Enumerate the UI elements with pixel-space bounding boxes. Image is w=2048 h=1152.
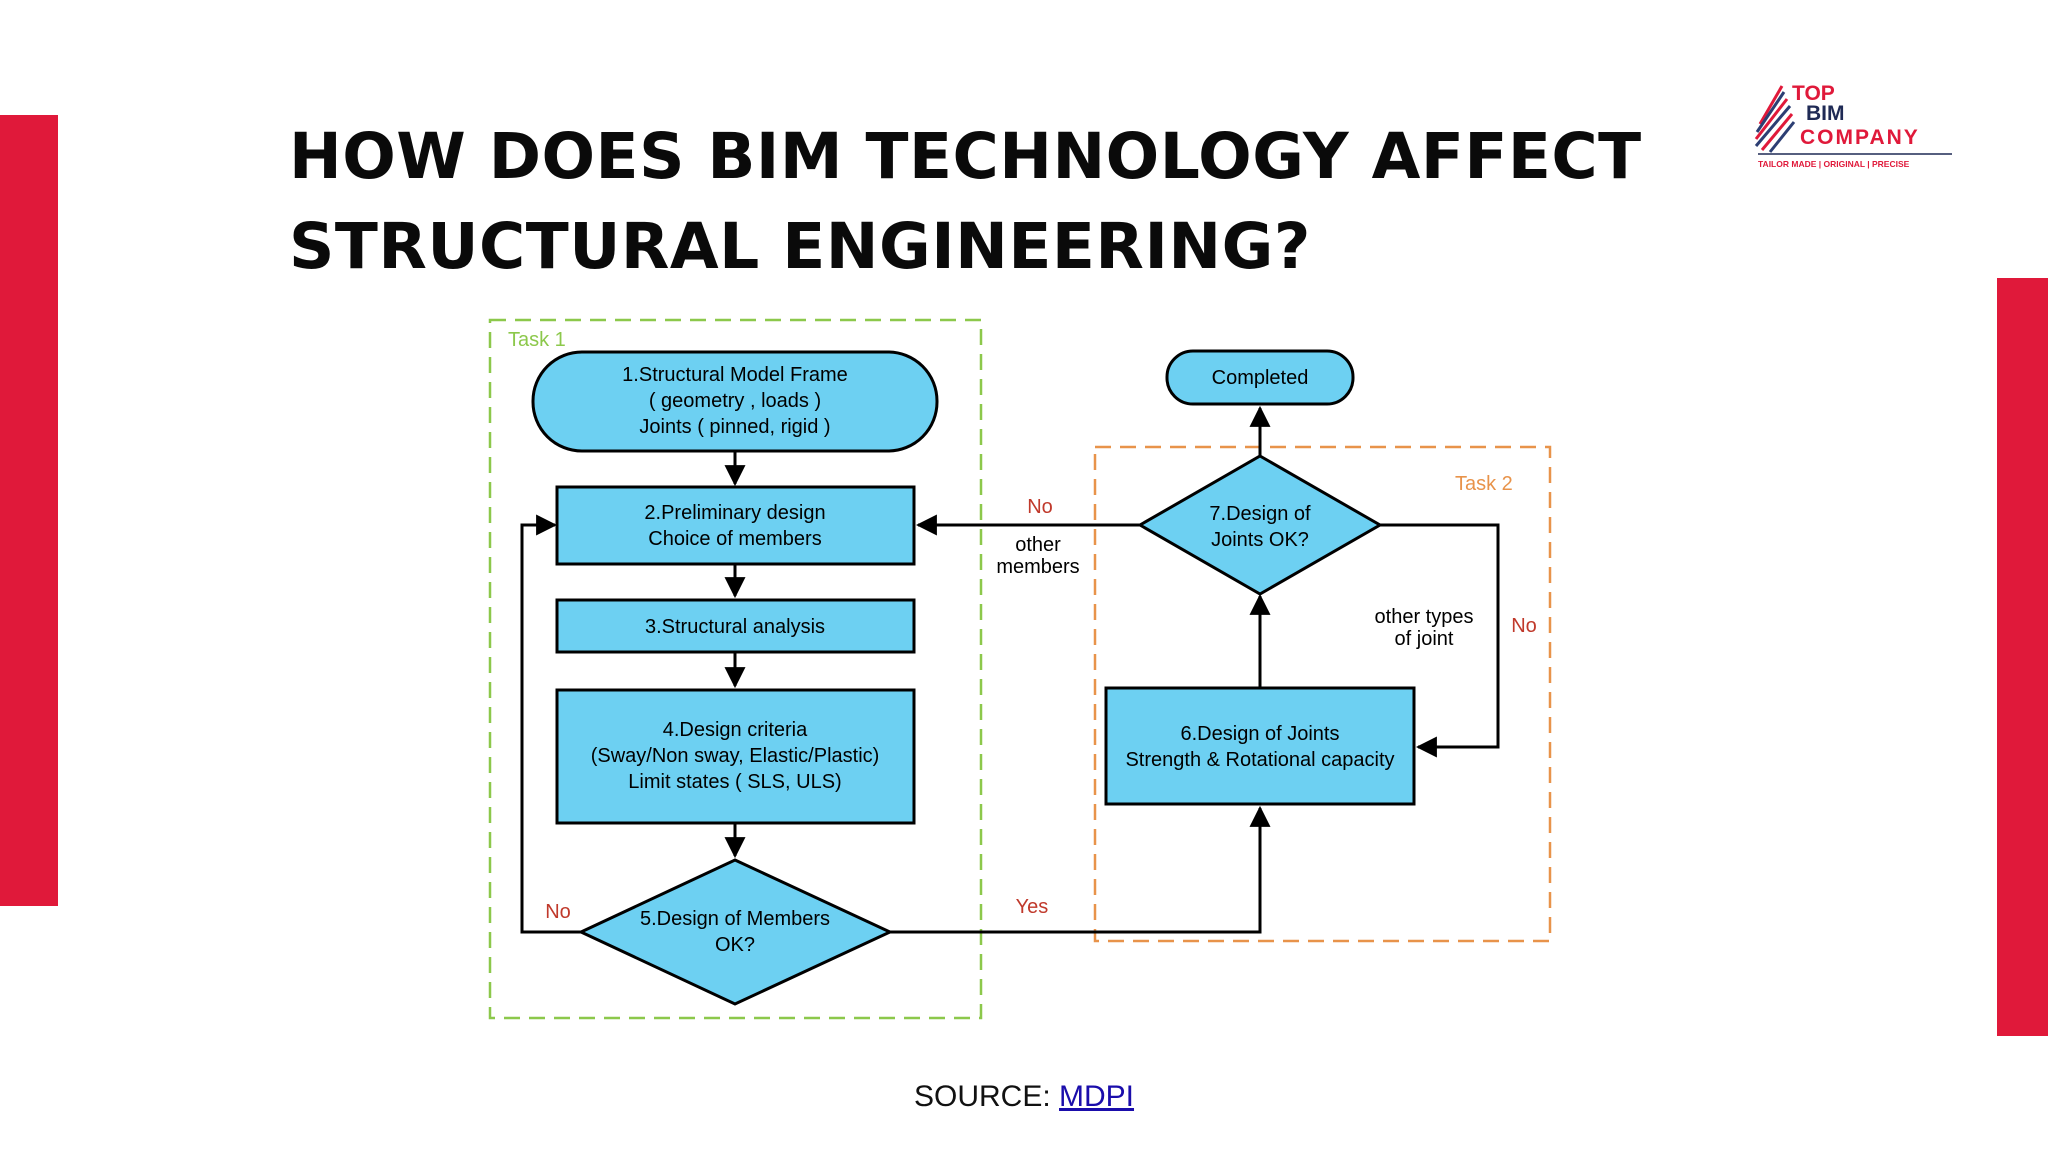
step2-line2: Choice of members <box>648 528 821 550</box>
source-caption: SOURCE: MDPI <box>0 1080 2048 1114</box>
company-logo: TOP BIM COMPANY TAILOR MADE | ORIGINAL |… <box>1754 82 1952 169</box>
edge-label-no-joints: No <box>1511 615 1537 637</box>
step4-line3: Limit states ( SLS, ULS) <box>628 771 841 793</box>
step1-line2: ( geometry , loads ) <box>649 390 821 412</box>
step2-line1: 2.Preliminary design <box>644 502 825 524</box>
left-accent-bar <box>0 115 58 906</box>
right-accent-bar <box>1997 278 2048 1036</box>
step2-node <box>555 485 916 566</box>
task1-group <box>488 318 983 1020</box>
step7-line2: Joints OK? <box>1211 529 1309 551</box>
step5-node <box>577 858 894 1006</box>
step6-line1: 6.Design of Joints <box>1181 723 1340 745</box>
edge-label-members: members <box>996 556 1079 578</box>
edge-label-no-loop: No <box>545 901 571 923</box>
step7-line1: 7.Design of <box>1209 503 1311 525</box>
title-line-1: HOW DOES BIM TECHNOLOGY AFFECT <box>289 120 1642 193</box>
step4-line2: (Sway/Non sway, Elastic/Plastic) <box>591 745 880 767</box>
step3-label: 3.Structural analysis <box>645 616 825 638</box>
arrow-7-no-to-6 <box>1380 523 1500 758</box>
step4-line1: 4.Design criteria <box>663 719 808 741</box>
task1-label: Task 1 <box>508 329 566 351</box>
logo-text-bim: BIM <box>1806 102 1845 125</box>
logo-tagline: TAILOR MADE | ORIGINAL | PRECISE <box>1758 159 1910 169</box>
arrow-5-no-loop <box>520 514 581 934</box>
source-prefix: SOURCE: <box>913 1080 1051 1113</box>
source-link[interactable]: MDPI <box>1059 1080 1135 1113</box>
step7-node <box>1136 454 1384 596</box>
logo-text-top: TOP <box>1792 82 1835 105</box>
edge-label-other-types: other types <box>1375 606 1474 628</box>
edge-label-no-members: No <box>1027 496 1053 518</box>
completed-label: Completed <box>1212 367 1309 389</box>
completed-node <box>1165 349 1355 406</box>
step6-line2: Strength & Rotational capacity <box>1125 749 1394 771</box>
step6-node <box>1104 686 1416 806</box>
step1-node <box>531 350 939 453</box>
step5-line2: OK? <box>715 934 755 956</box>
task2-label: Task 2 <box>1455 473 1513 495</box>
page-title: HOW DOES BIM TECHNOLOGY AFFECT STRUCTURA… <box>289 112 1642 292</box>
edge-label-of-joint: of joint <box>1395 628 1454 650</box>
edge-label-other: other <box>1015 534 1061 556</box>
logo-stripes-icon <box>1754 85 1796 153</box>
step4-node <box>555 688 916 825</box>
step1-line3: Joints ( pinned, rigid ) <box>639 416 830 438</box>
step5-line1: 5.Design of Members <box>640 908 830 930</box>
edge-label-yes: Yes <box>1016 896 1049 918</box>
step3-node <box>555 598 916 654</box>
task2-group <box>1093 445 1552 943</box>
arrow-5-yes-to-6 <box>890 805 1271 934</box>
step1-line1: 1.Structural Model Frame <box>622 364 848 386</box>
logo-text-company: COMPANY <box>1800 126 1920 149</box>
title-line-2: STRUCTURAL ENGINEERING? <box>289 210 1311 283</box>
